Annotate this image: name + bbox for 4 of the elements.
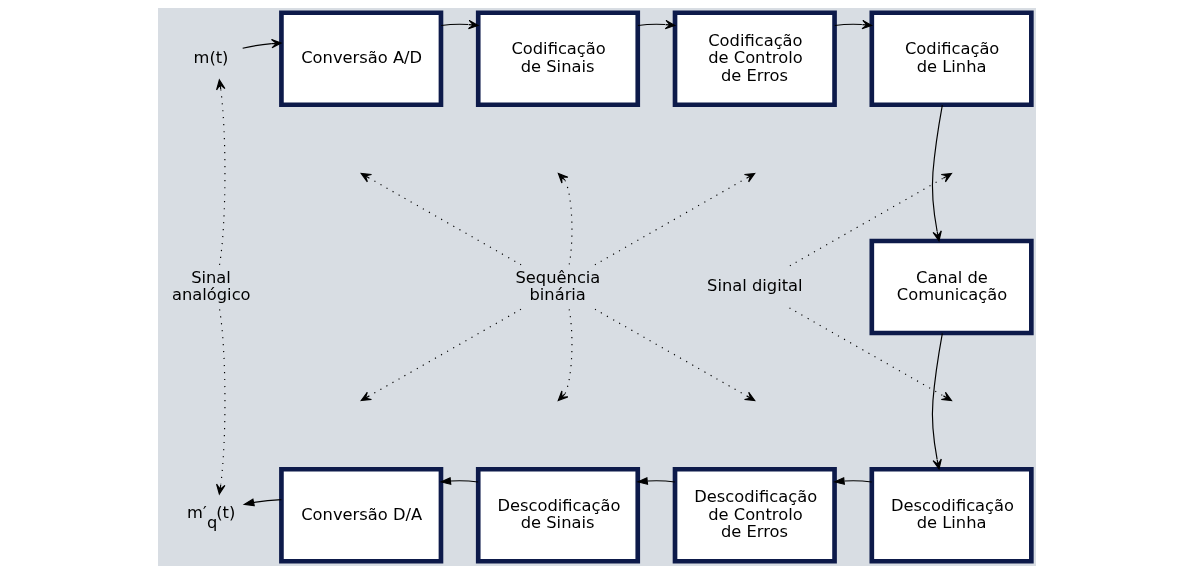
node-text: Sinal digital bbox=[707, 276, 803, 296]
node-text: Sinal analógico bbox=[171, 267, 251, 305]
node-text: Sequência binária bbox=[515, 267, 601, 305]
node-text: m(t) bbox=[193, 48, 229, 68]
